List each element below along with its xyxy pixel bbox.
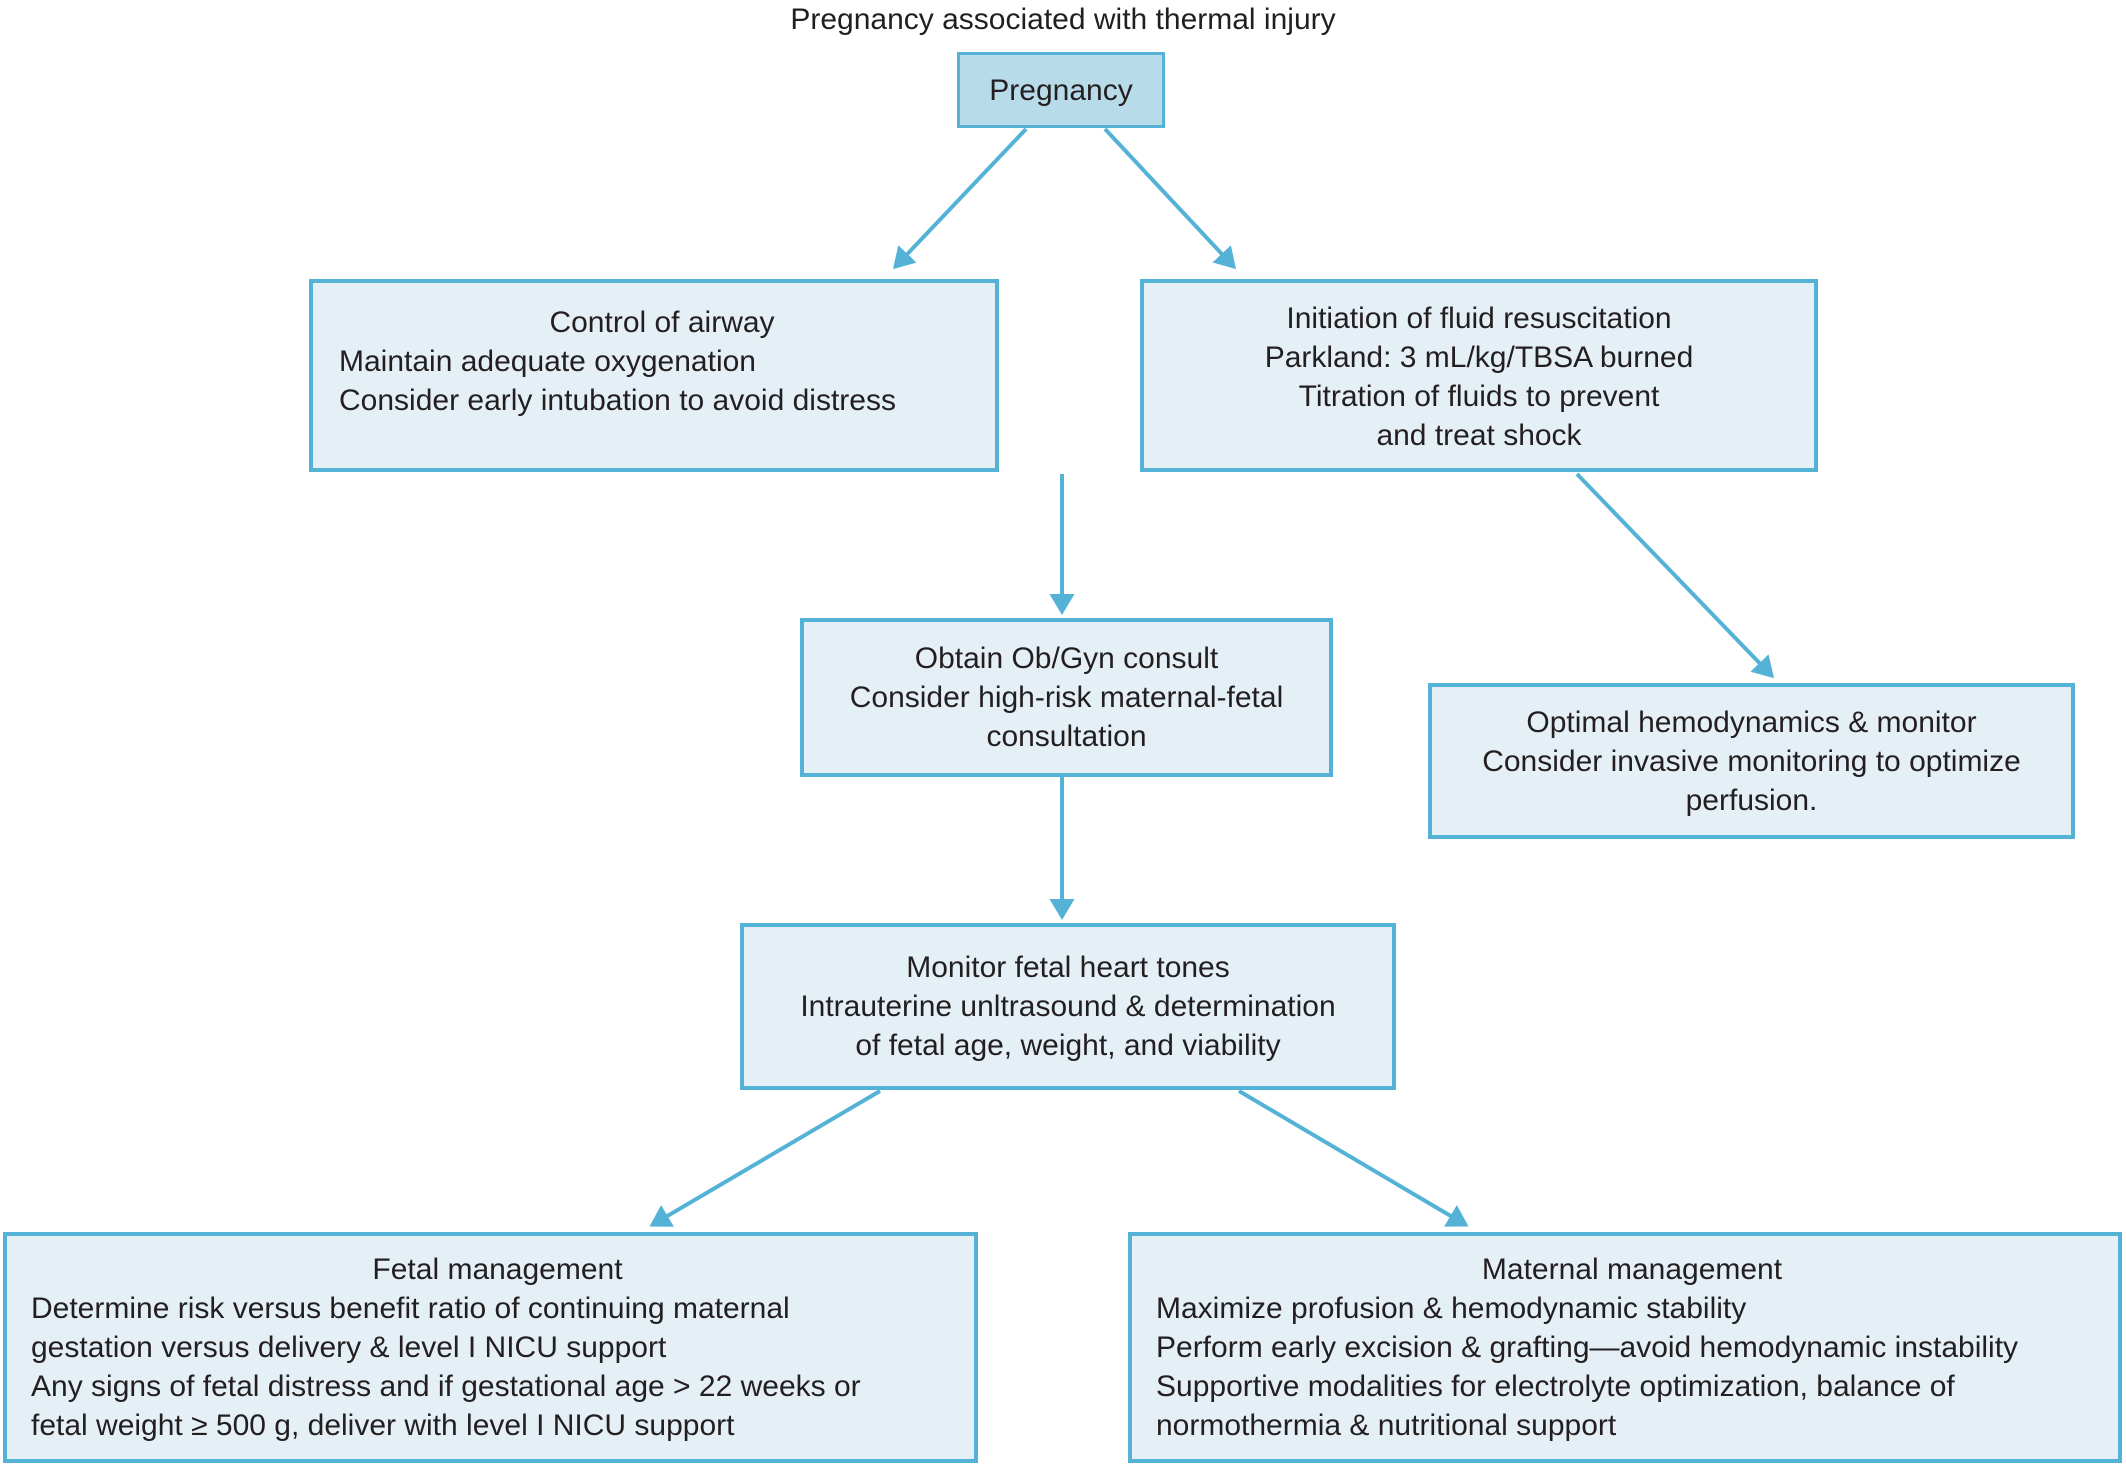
node-line: gestation versus delivery & level I NICU… (31, 1331, 667, 1364)
node-control-of-airway: Control of airway Maintain adequate oxyg… (309, 279, 999, 472)
node-optimal-hemodynamics: Optimal hemodynamics & monitor Consider … (1428, 683, 2075, 839)
node-obgyn-consult: Obtain Ob/Gyn consult Consider high-risk… (800, 618, 1333, 777)
node-pregnancy: Pregnancy (957, 52, 1165, 128)
diagram-title: Pregnancy associated with thermal injury (790, 3, 1336, 36)
arrow-fluid-to-hemodynamics (1575, 472, 1775, 679)
arrow-pregnancy-to-fluid (1103, 127, 1237, 270)
node-line: Determine risk versus benefit ratio of c… (31, 1292, 790, 1325)
node-line: Fetal management (372, 1253, 623, 1286)
node-line: Initiation of fluid resuscitation (1286, 302, 1672, 335)
arrow-pregnancy-to-airway (892, 127, 1028, 270)
node-line: fetal weight ≥ 500 g, deliver with level… (31, 1409, 735, 1442)
node-monitor-fetal-heart: Monitor fetal heart tones Intrauterine u… (740, 923, 1396, 1090)
node-pregnancy-label: Pregnancy (989, 73, 1133, 107)
node-maternal-management: Maternal management Maximize profusion &… (1128, 1232, 2122, 1463)
node-line: Optimal hemodynamics & monitor (1526, 706, 1977, 739)
node-line: normothermia & nutritional support (1156, 1409, 1617, 1442)
node-line: Any signs of fetal distress and if gesta… (31, 1370, 861, 1403)
node-line: consultation (986, 720, 1147, 753)
node-line: Consider invasive monitoring to optimize (1482, 745, 2021, 778)
node-fluid-resuscitation: Initiation of fluid resuscitation Parkla… (1140, 279, 1818, 472)
node-line: Consider high-risk maternal-fetal (849, 681, 1284, 714)
node-line: Consider early intubation to avoid distr… (339, 384, 896, 417)
node-fetal-management: Fetal management Determine risk versus b… (3, 1232, 978, 1463)
arrow-fetalheart-to-maternalmgmt (1237, 1089, 1469, 1227)
node-line: Maintain adequate oxygenation (339, 345, 756, 378)
node-line: Supportive modalities for electrolyte op… (1156, 1370, 1955, 1403)
node-line: Maternal management (1481, 1253, 1783, 1286)
node-line: Intrauterine unltrasound & determination (800, 990, 1336, 1023)
node-line: of fetal age, weight, and viability (855, 1029, 1281, 1062)
node-line: and treat shock (1376, 419, 1582, 452)
node-line: perfusion. (1685, 784, 1818, 817)
node-line: Titration of fluids to prevent (1298, 380, 1660, 413)
node-line: Control of airway (549, 306, 775, 339)
node-line: Monitor fetal heart tones (906, 951, 1230, 984)
arrow-fetalheart-to-fetalmgmt (649, 1089, 882, 1227)
node-line: Perform early excision & grafting—avoid … (1156, 1331, 2019, 1364)
node-line: Obtain Ob/Gyn consult (914, 642, 1219, 675)
node-line: Parkland: 3 mL/kg/TBSA burned (1264, 341, 1694, 374)
node-line: Maximize profusion & hemodynamic stabili… (1156, 1292, 1747, 1325)
